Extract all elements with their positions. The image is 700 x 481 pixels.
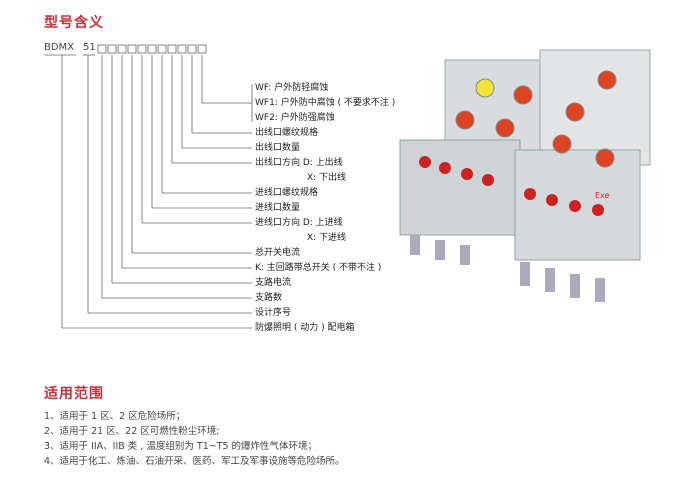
model-label: K: 主回路带总开关 ( 不带不注 ) xyxy=(255,263,382,273)
model-label: WF1: 户外防中腐蚀 ( 不要求不注 ) xyxy=(255,98,396,108)
code-placeholder-box xyxy=(117,44,127,54)
scope-item: 4、适用于化工、炼油、石油开采、医药、军工及军事设施等危险场所。 xyxy=(44,456,345,467)
scope-item: 3、适用于 IIA、IIB 类 , 温度组别为 T1~T5 的爆炸性气体环境； xyxy=(44,441,318,452)
code-placeholder-box xyxy=(167,44,177,54)
model-label: 设计序号 xyxy=(255,308,292,318)
code-placeholder-box xyxy=(177,44,187,54)
code-placeholder-box xyxy=(97,44,107,54)
exe-marking: Exe xyxy=(595,191,610,200)
model-label: WF: 户外防轻腐蚀 xyxy=(255,83,329,93)
model-label: WF2: 户外防强腐蚀 xyxy=(255,113,335,123)
code-placeholder-box xyxy=(107,44,117,54)
code-placeholder-box xyxy=(147,44,157,54)
model-label: 支路电流 xyxy=(255,278,292,288)
code-placeholder-box xyxy=(157,44,167,54)
scope-item: 1、适用于 1 区、2 区危险场所； xyxy=(44,411,186,422)
code-placeholder-box xyxy=(127,44,137,54)
model-label: 出线口数量 xyxy=(255,143,301,153)
model-series: 51 xyxy=(83,42,96,53)
model-label: 进线口螺纹规格 xyxy=(255,188,319,198)
model-meaning-heading: 型号含义 xyxy=(44,15,104,31)
code-placeholder-box xyxy=(197,44,207,54)
model-label: 进线口数量 xyxy=(255,203,301,213)
code-placeholder-box xyxy=(187,44,197,54)
model-label: 出线口方向 D: 上出线 xyxy=(255,158,343,168)
model-label: 出线口螺纹规格 xyxy=(255,128,319,138)
model-label: X: 下出线 xyxy=(307,173,347,183)
code-placeholder-box xyxy=(137,44,147,54)
scope-item: 2、适用于 21 区、22 区可燃性粉尘环境; xyxy=(44,426,220,437)
model-prefix: BDMX xyxy=(44,42,75,53)
product-photo: Exe xyxy=(399,49,651,302)
model-label: 防爆照明 ( 动力 ) 配电箱 xyxy=(255,323,355,333)
model-label: 进线口方向 D: 上进线 xyxy=(255,218,343,228)
model-label: X: 下进线 xyxy=(307,233,347,243)
model-label: 支路数 xyxy=(255,293,283,303)
scope-heading: 适用范围 xyxy=(44,386,104,402)
model-label: 总开关电流 xyxy=(255,248,301,258)
